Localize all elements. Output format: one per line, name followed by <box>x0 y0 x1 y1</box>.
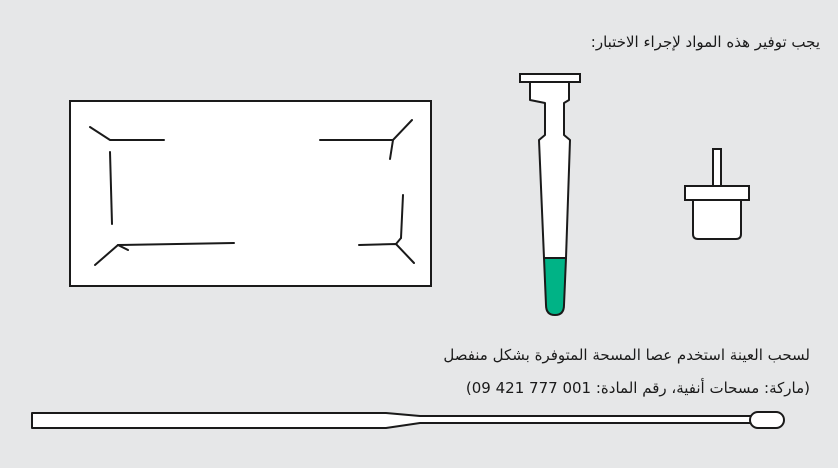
dropper-cap-icon <box>685 149 749 239</box>
sealed-pouch-icon <box>70 101 431 286</box>
swab-instruction: لسحب العينة استخدم عصا المسحة المتوفرة ب… <box>443 346 810 364</box>
extraction-tube-icon <box>520 74 580 315</box>
swab-product-info: (ماركة: مسحات أنفية، رقم المادة: 001 777… <box>466 379 810 397</box>
swab-stick-icon <box>32 412 784 428</box>
